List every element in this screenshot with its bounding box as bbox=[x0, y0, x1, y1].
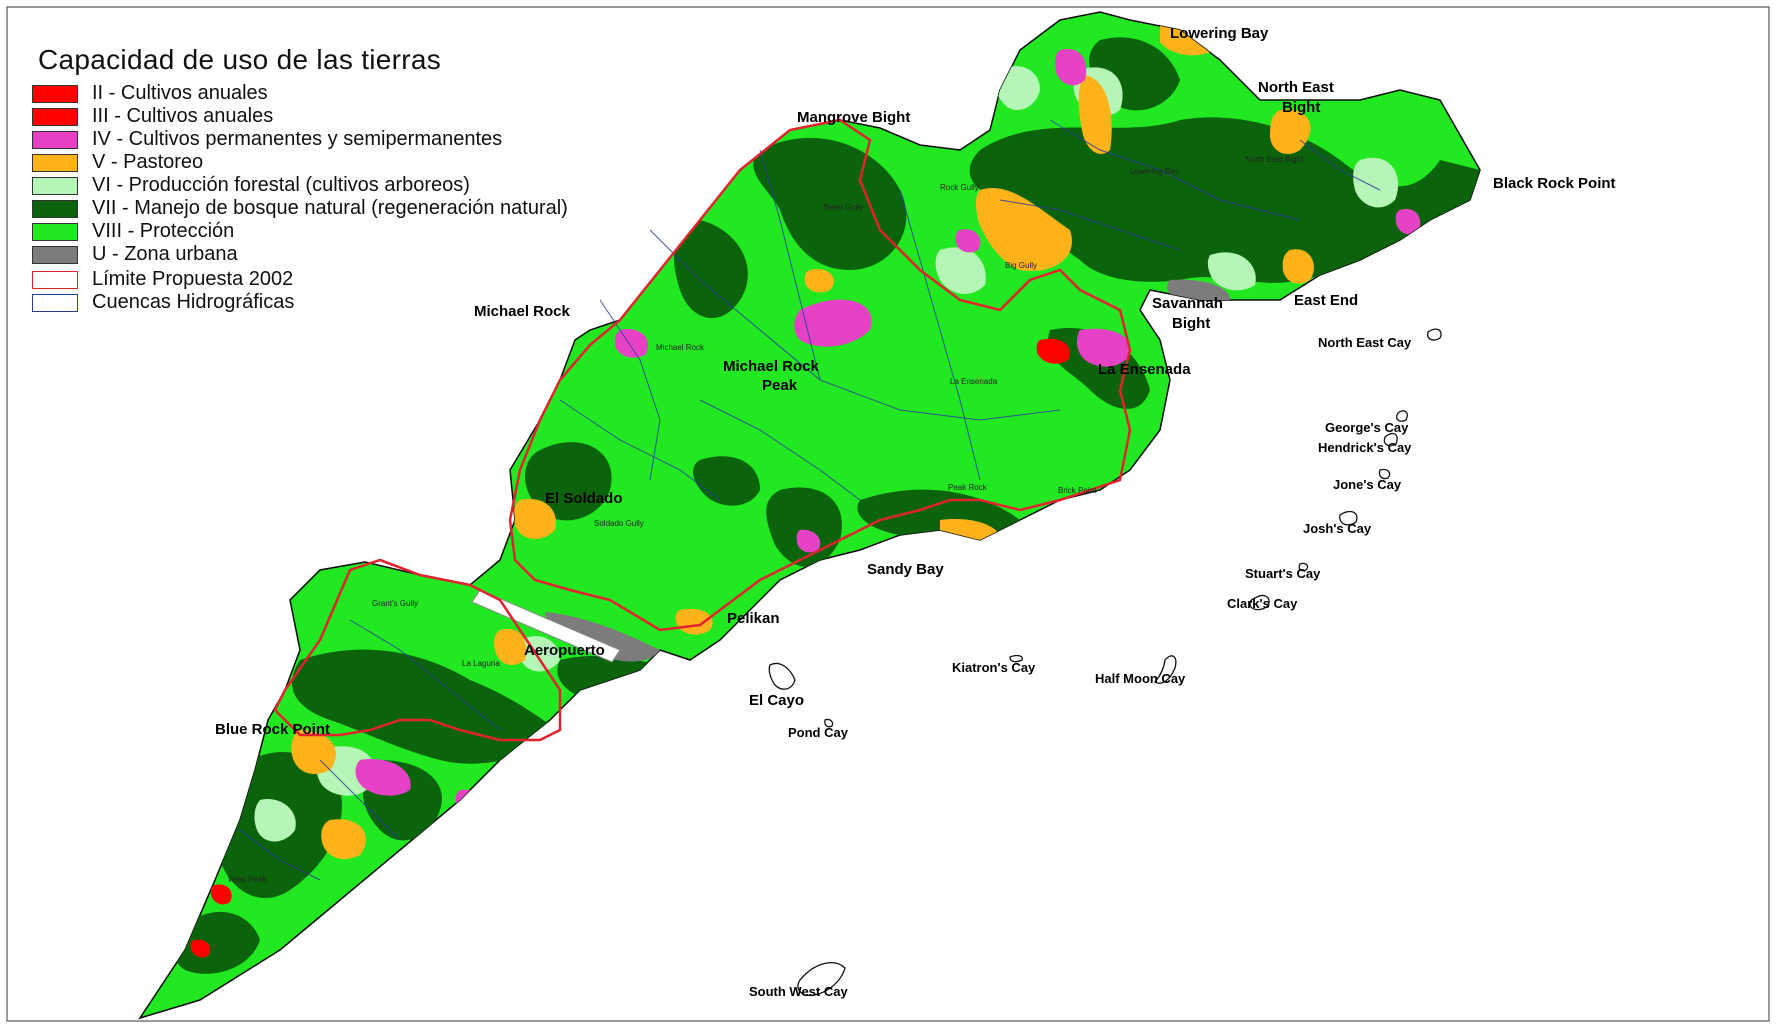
watershed-lines bbox=[239, 119, 1381, 881]
label-black-rock-point: Black Rock Point bbox=[1493, 175, 1616, 192]
legend-label: U - Zona urbana bbox=[92, 243, 238, 265]
offshore-cays bbox=[768, 328, 1442, 997]
joshs-cay-island bbox=[1339, 510, 1358, 526]
label-blue-rock-point: Blue Rock Point bbox=[215, 721, 330, 738]
label-el-cayo: El Cayo bbox=[749, 692, 804, 709]
legend-item-class-viii: VIII - Protección bbox=[32, 220, 692, 243]
legend-label: VI - Producción forestal (cultivos arbor… bbox=[92, 174, 470, 196]
label-lowering-bay-small: Lowering Bay bbox=[1130, 167, 1178, 176]
minor-labels: Big Gully Soldado Gully La Ensenada Peak… bbox=[228, 155, 1304, 884]
label-michael-rock-small: Michael Rock bbox=[656, 343, 705, 352]
legend-label: VII - Manejo de bosque natural (regenera… bbox=[92, 197, 568, 219]
pond-cay-island bbox=[824, 718, 834, 728]
label-michael-rock-peak-1: Michael Rock bbox=[723, 358, 820, 375]
north-east-cay-island bbox=[1427, 328, 1442, 341]
label-el-soldado: El Soldado bbox=[545, 490, 623, 507]
label-north-east-bight-2: Bight bbox=[1282, 99, 1320, 116]
label-big-gully: Big Gully bbox=[1005, 261, 1037, 270]
label-jones-cay: Jone's Cay bbox=[1333, 477, 1402, 492]
label-joshs-cay: Josh's Cay bbox=[1303, 521, 1372, 536]
label-pond-cay: Pond Cay bbox=[788, 725, 849, 740]
legend-swatch bbox=[32, 176, 78, 195]
zone-ii-iii-patches bbox=[190, 338, 1070, 958]
jones-cay-island bbox=[1378, 468, 1391, 480]
legend-swatch bbox=[32, 130, 78, 149]
legend-item-cuencas: Cuencas Hidrográficas bbox=[32, 291, 692, 314]
label-la-laguna: La Laguna bbox=[462, 659, 500, 668]
label-soldado-gully: Soldado Gully bbox=[594, 519, 644, 528]
kiatrons-cay-island bbox=[1009, 654, 1024, 663]
label-south-west-cay: South West Cay bbox=[749, 984, 848, 999]
label-north-east-bight-1: North East bbox=[1258, 79, 1334, 96]
hendricks-cay-island bbox=[1383, 432, 1398, 447]
legend-item-limite: Límite Propuesta 2002 bbox=[32, 268, 692, 291]
label-savannah-bight-2: Bight bbox=[1172, 315, 1210, 332]
south-west-cay-island bbox=[797, 962, 846, 997]
legend-swatch bbox=[32, 84, 78, 103]
label-georges-cay: George's Cay bbox=[1325, 420, 1409, 435]
half-moon-cay-island bbox=[1154, 655, 1177, 684]
legend-label: VIII - Protección bbox=[92, 220, 235, 242]
label-mangrove-bight: Mangrove Bight bbox=[797, 109, 910, 126]
legend-item-class-ii: II - Cultivos anuales bbox=[32, 82, 692, 105]
legend-swatch bbox=[32, 199, 78, 218]
label-michael-rock: Michael Rock bbox=[474, 303, 571, 320]
legend-label: III - Cultivos anuales bbox=[92, 105, 274, 127]
label-grants-gully: Grant's Gully bbox=[372, 599, 418, 608]
label-la-ensenada: La Ensenada bbox=[1098, 361, 1191, 378]
legend-label: Límite Propuesta 2002 bbox=[92, 268, 294, 290]
label-west-peak: West Peak bbox=[228, 875, 268, 884]
el-cayo-island bbox=[768, 662, 796, 690]
label-peak-rock: Peak Rock bbox=[948, 483, 988, 492]
label-la-ensenada-small: La Ensenada bbox=[950, 377, 998, 386]
stuarts-cay-island bbox=[1298, 562, 1309, 572]
map-border bbox=[6, 6, 1770, 1022]
legend-item-class-iii: III - Cultivos anuales bbox=[32, 105, 692, 128]
legend-label: II - Cultivos anuales bbox=[92, 82, 268, 104]
legend-swatch bbox=[32, 107, 78, 126]
legend-swatch bbox=[32, 245, 78, 264]
legend-item-class-vi: VI - Producción forestal (cultivos arbor… bbox=[32, 174, 692, 197]
label-brick-point: Brick Point bbox=[1058, 486, 1097, 495]
label-stuarts-cay: Stuart's Cay bbox=[1245, 566, 1321, 581]
label-bean-gully: Bean Gully bbox=[824, 203, 863, 212]
label-savannah-bight-1: Savannah bbox=[1152, 295, 1223, 312]
label-aeropuerto: Aeropuerto bbox=[524, 642, 605, 659]
legend-item-class-iv: IV - Cultivos permanentes y semipermanen… bbox=[32, 128, 692, 151]
label-pelikan: Pelikan bbox=[727, 610, 780, 627]
zone-iv-patches bbox=[355, 49, 1421, 818]
place-labels: Lowering Bay North East Bight Mangrove B… bbox=[215, 25, 1616, 999]
label-half-moon-cay: Half Moon Cay bbox=[1095, 671, 1186, 686]
legend-item-class-vii: VII - Manejo de bosque natural (regenera… bbox=[32, 197, 692, 220]
label-michael-rock-peak-2: Peak bbox=[762, 377, 798, 394]
georges-cay-island bbox=[1396, 410, 1408, 422]
legend-swatch bbox=[32, 270, 78, 289]
airport-runway bbox=[471, 589, 621, 663]
legend-label: V - Pastoreo bbox=[92, 151, 204, 173]
label-clarks-cay: Clark's Cay bbox=[1227, 596, 1298, 611]
legend-swatch bbox=[32, 293, 78, 312]
legend-item-class-v: V - Pastoreo bbox=[32, 151, 692, 174]
label-hendricks-cay: Hendrick's Cay bbox=[1318, 440, 1412, 455]
legend-label: Cuencas Hidrográficas bbox=[92, 291, 295, 313]
label-north-east-bight-small: North East Bight bbox=[1245, 155, 1304, 164]
label-kiatrons-cay: Kiatron's Cay bbox=[952, 660, 1036, 675]
label-north-east-cay: North East Cay bbox=[1318, 335, 1412, 350]
label-sandy-bay: Sandy Bay bbox=[867, 561, 944, 578]
legend-title: Capacidad de uso de las tierras bbox=[38, 44, 442, 75]
legend-item-urban: U - Zona urbana bbox=[32, 243, 692, 266]
label-east-end: East End bbox=[1294, 292, 1358, 309]
legend-swatch bbox=[32, 153, 78, 172]
legend: Capacidad de uso de las tierras II - Cul… bbox=[32, 44, 692, 314]
clarks-cay-island bbox=[1249, 594, 1270, 611]
label-rock-gully: Rock Gully bbox=[940, 183, 979, 192]
legend-swatch bbox=[32, 222, 78, 241]
label-lowering-bay: Lowering Bay bbox=[1170, 25, 1269, 42]
legend-label: IV - Cultivos permanentes y semipermanen… bbox=[92, 128, 503, 150]
limite-propuesta-2002 bbox=[273, 118, 1132, 742]
